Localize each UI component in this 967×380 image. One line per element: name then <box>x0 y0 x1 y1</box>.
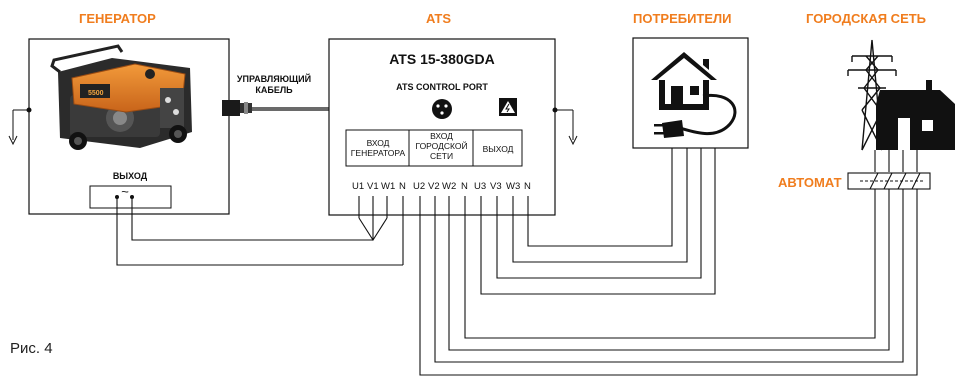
ats-model: ATS 15-380GDA <box>389 51 495 67</box>
breaker-box <box>847 172 931 190</box>
generator-output-label: ВЫХОД <box>112 171 148 181</box>
house-plug-icon <box>651 52 737 138</box>
breaker-label: АВТОМАТ <box>778 175 842 190</box>
header-consumers: ПОТРЕБИТЕЛИ <box>633 11 732 26</box>
generator-badge: 5500 <box>88 90 104 97</box>
terminal-w3: W3 <box>506 181 521 192</box>
warning-icon <box>499 98 517 116</box>
terminal-u1: U1 <box>352 181 365 192</box>
terminal-w1: W1 <box>381 181 396 192</box>
header-city-grid: ГОРОДСКАЯ СЕТЬ <box>806 11 927 26</box>
generator-image <box>47 44 207 152</box>
control-cable-label-line1: УПРАВЛЯЮЩИЙ <box>236 74 312 84</box>
section-generator-input: ВХОД ГЕНЕРАТОРА <box>350 138 406 158</box>
generator-output-symbol: ~ <box>121 184 129 199</box>
terminal-n2: N <box>461 181 468 192</box>
figure-caption: Рис. 4 <box>10 340 53 357</box>
terminal-u2: U2 <box>413 181 426 192</box>
terminal-u3: U3 <box>474 181 487 192</box>
terminal-w2: W2 <box>442 181 457 192</box>
terminal-v1: V1 <box>367 181 379 192</box>
ats-wires <box>116 148 918 376</box>
terminal-n1: N <box>399 181 406 192</box>
ats-sections-table <box>345 129 523 167</box>
control-cable-label-line2: КАБЕЛЬ <box>255 85 293 95</box>
terminal-v2: V2 <box>428 181 440 192</box>
terminal-v3: V3 <box>490 181 502 192</box>
ats-box <box>328 38 556 216</box>
header-ats: ATS <box>426 11 452 26</box>
control-port-socket <box>432 99 452 119</box>
terminal-n3: N <box>524 181 531 192</box>
ats-ground-icon <box>552 107 578 146</box>
section-output: ВЫХОД <box>482 144 514 154</box>
section-city-input: ВХОД ГОРОДСКОЙ СЕТИ <box>415 131 468 161</box>
power-tower-house-icon <box>847 39 955 151</box>
header-generator: ГЕНЕРАТОР <box>79 11 156 26</box>
ats-control-port-label: ATS CONTROL PORT <box>396 82 488 92</box>
grid-wires <box>874 150 918 172</box>
ground-icon <box>8 107 32 146</box>
